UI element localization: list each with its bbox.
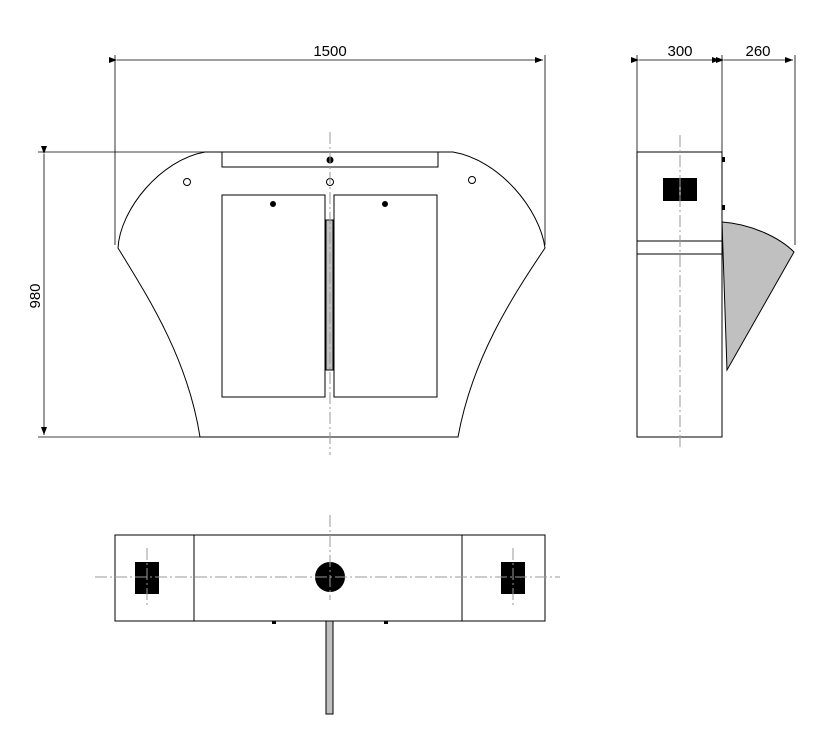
- turnstile-housing-outline: [117, 151, 546, 438]
- dimension-height: 980: [27, 146, 225, 438]
- top-arm: [325, 620, 334, 715]
- dimension-width: 1500: [109, 43, 546, 245]
- dimension-depth: 300 260: [631, 43, 796, 245]
- left-panel-screw-icon: [270, 201, 276, 207]
- front-view: 1500 980: [27, 43, 546, 455]
- dimension-width-label: 1500: [313, 43, 346, 60]
- dimension-height-label: 980: [27, 283, 44, 308]
- side-view: 300 260: [631, 43, 796, 450]
- right-gate-panel: [333, 194, 438, 398]
- left-screw-icon: [183, 178, 191, 186]
- left-gate-panel: [221, 194, 326, 398]
- right-screw-icon: [468, 176, 476, 184]
- dimension-flap-depth-label: 260: [745, 43, 770, 60]
- dimension-body-depth-label: 300: [667, 43, 692, 60]
- side-flap: [721, 221, 795, 372]
- top-view: [95, 515, 560, 715]
- right-panel-screw-icon: [382, 201, 388, 207]
